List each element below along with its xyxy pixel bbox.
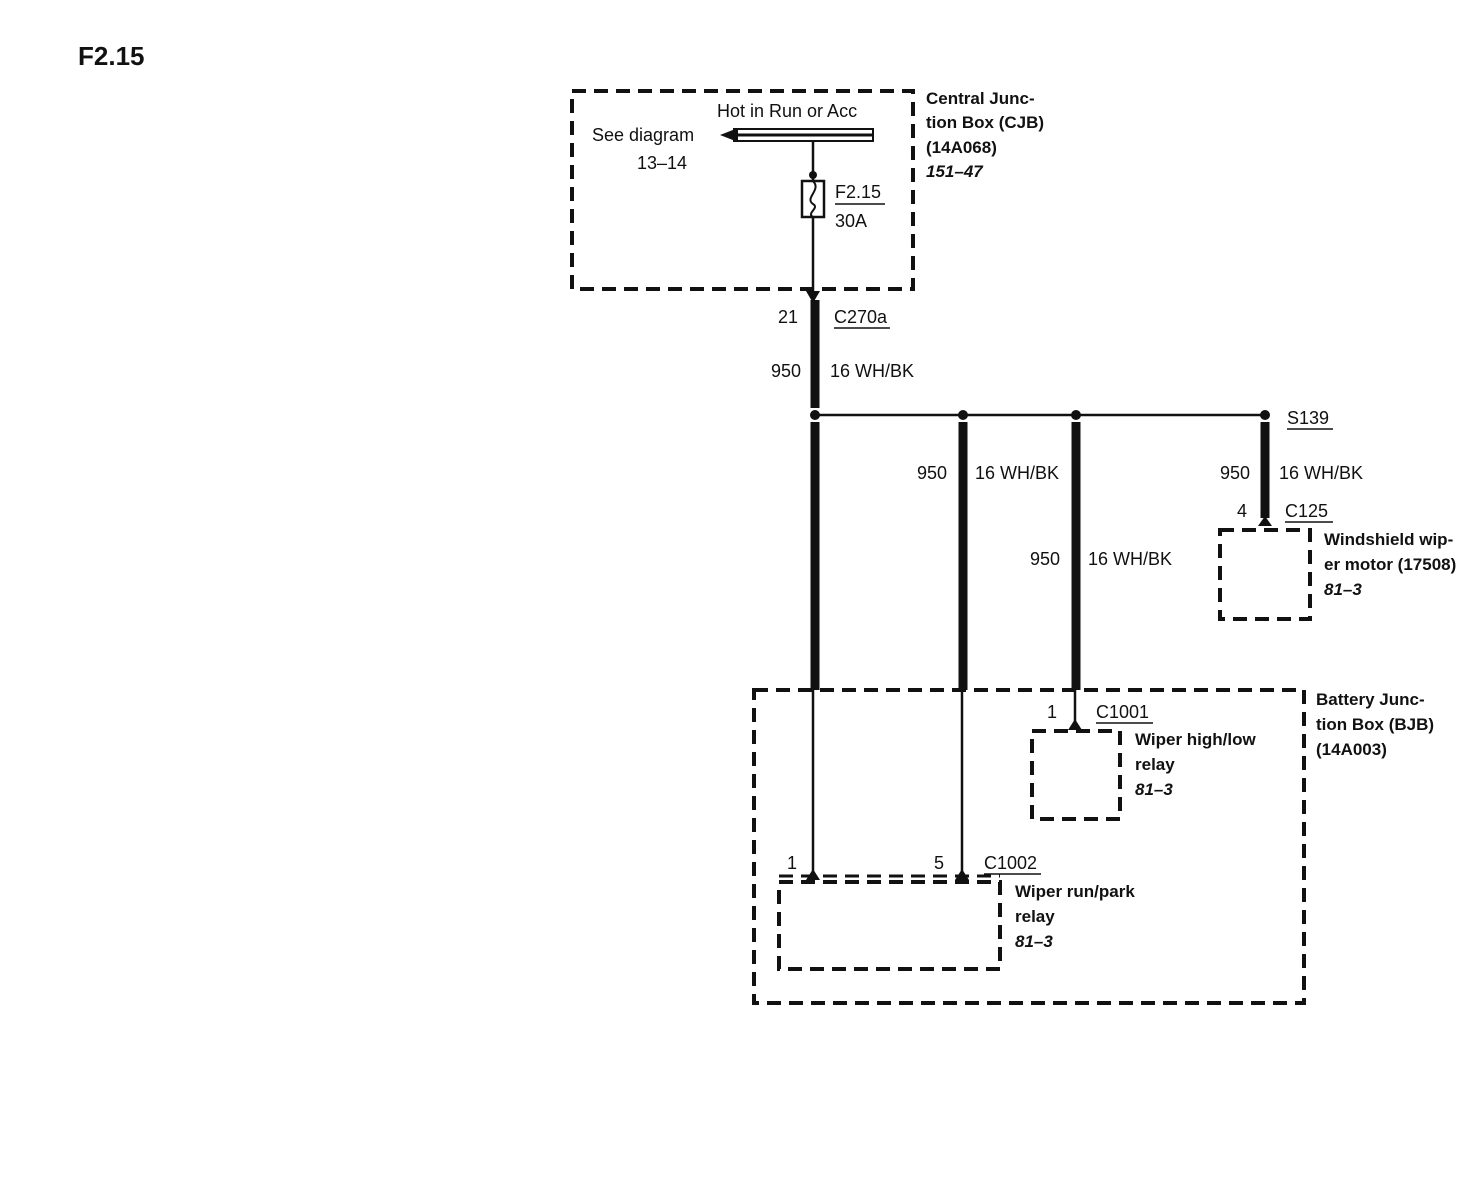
run-park-relay-name-line2: relay: [1015, 907, 1055, 926]
c1002-pin-b: 5: [934, 853, 944, 873]
bjb-name-line1: Battery Junc-: [1316, 690, 1425, 709]
c125-name: C125: [1285, 501, 1328, 521]
c270a-connector-icon: [806, 291, 820, 303]
run-park-relay-box: [777, 880, 1002, 971]
motor-wire-spec: 16 WH/BK: [1279, 463, 1363, 483]
c1002-pin-a: 1: [787, 853, 797, 873]
wiper-motor-name-line2: er motor (17508): [1324, 555, 1456, 574]
run-park-relay-name-line1: Wiper run/park: [1015, 882, 1135, 901]
splice-node: [958, 410, 968, 420]
bjb-box: [752, 688, 1306, 1005]
c125-pin: 4: [1237, 501, 1247, 521]
high-low-relay-name-line2: relay: [1135, 755, 1175, 774]
bus-label: Hot in Run or Acc: [717, 101, 857, 121]
splice-node: [810, 410, 820, 420]
cjb-name-line2: tion Box (CJB): [926, 113, 1044, 132]
c1001-pin: 1: [1047, 702, 1057, 722]
cjb-part-number: (14A068): [926, 138, 997, 157]
c1001-connector-icon: [1068, 719, 1082, 730]
splice-node: [1071, 410, 1081, 420]
bjb-name-line2: tion Box (BJB): [1316, 715, 1434, 734]
bus-arrow-icon: [720, 128, 738, 142]
see-diagram-number: 13–14: [637, 153, 687, 173]
high-low-relay-reference: 81–3: [1135, 780, 1173, 799]
c270a-pin: 21: [778, 307, 798, 327]
c270a-name: C270a: [834, 307, 888, 327]
high-low-relay-name-line1: Wiper high/low: [1135, 730, 1257, 749]
trunk-wire-spec: 16 WH/BK: [830, 361, 914, 381]
motor-circuit-number: 950: [1220, 463, 1250, 483]
fuse-rating: 30A: [835, 211, 867, 231]
page-id: F2.15: [78, 41, 145, 71]
splice-name: S139: [1287, 408, 1329, 428]
high-low-wire-spec: 16 WH/BK: [1088, 549, 1172, 569]
wiper-motor-reference: 81–3: [1324, 580, 1362, 599]
bus-node: [809, 171, 817, 179]
power-bus: [720, 128, 874, 142]
run-park-relay-reference: 81–3: [1015, 932, 1053, 951]
fuse-id: F2.15: [835, 182, 881, 202]
cjb-reference: 151–47: [926, 162, 984, 181]
splice-node: [1260, 410, 1270, 420]
c1002-name: C1002: [984, 853, 1037, 873]
trunk-circuit-number: 950: [771, 361, 801, 381]
wiper-motor-box: [1218, 528, 1312, 621]
see-diagram-label: See diagram: [592, 125, 694, 145]
high-low-circuit-number: 950: [1030, 549, 1060, 569]
run-park-circuit-number: 950: [917, 463, 947, 483]
high-low-relay-box: [1030, 729, 1122, 821]
c1001-name: C1001: [1096, 702, 1149, 722]
cjb-box: [570, 89, 915, 291]
wiper-motor-name-line1: Windshield wip-: [1324, 530, 1453, 549]
c125-connector-icon: [1258, 516, 1272, 526]
cjb-name-line1: Central Junc-: [926, 89, 1035, 108]
run-park-wire-spec: 16 WH/BK: [975, 463, 1059, 483]
bjb-part-number: (14A003): [1316, 740, 1387, 759]
fuse-icon: [800, 179, 826, 219]
